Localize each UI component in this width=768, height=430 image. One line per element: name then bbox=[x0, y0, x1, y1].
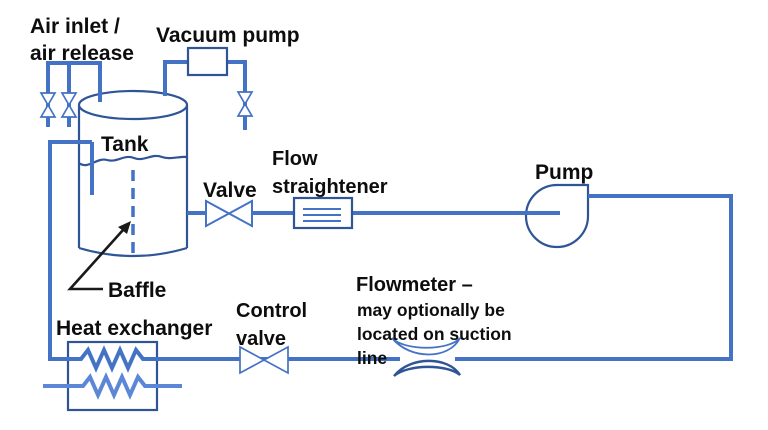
flowmeter-top-plate bbox=[391, 337, 461, 356]
baffle-label: Baffle bbox=[108, 279, 166, 302]
pump-label: Pump bbox=[535, 161, 593, 184]
flow-straightener-symbol bbox=[292, 196, 354, 230]
tank-bottom bbox=[78, 246, 188, 258]
valve-symbol bbox=[205, 199, 253, 228]
vacuum-pump-label: Vacuum pump bbox=[156, 24, 300, 47]
tank-label: Tank bbox=[101, 133, 149, 156]
air-inlet-label-line1: Air inlet / bbox=[30, 15, 120, 38]
vacuum-pump-suction-pipe bbox=[163, 60, 188, 96]
flowmeter-label-line2: may optionally be bbox=[357, 300, 505, 320]
baffle-arrow bbox=[67, 221, 131, 291]
coolant-coil-pipe bbox=[43, 372, 182, 400]
vacuum-pump-symbol bbox=[186, 46, 229, 77]
heat-exchanger-label: Heat exchanger bbox=[56, 317, 212, 340]
pump-symbol bbox=[524, 183, 590, 249]
air-valve-symbol-2 bbox=[60, 92, 78, 118]
flowmeter-symbol bbox=[391, 337, 462, 377]
tank-top-rim bbox=[77, 89, 189, 121]
air-valve-symbol-1 bbox=[39, 92, 57, 118]
flow-straightener-label-line1: Flow bbox=[272, 148, 318, 170]
liquid-level-wave bbox=[78, 154, 188, 167]
valve-label: Valve bbox=[203, 179, 257, 202]
vacuum-release-valve-symbol bbox=[236, 91, 254, 117]
control-valve-label-line1: Control bbox=[236, 300, 307, 322]
heat-exchanger-shell bbox=[66, 340, 159, 412]
pump-discharge-pipe bbox=[455, 194, 733, 361]
flow-straightener-label-line2: straightener bbox=[272, 176, 388, 198]
flowmeter-bottom-plate bbox=[393, 359, 462, 377]
tank-symbol bbox=[77, 89, 189, 258]
flowmeter-label-line3: located on suction bbox=[357, 324, 512, 344]
control-valve-label-line2: valve bbox=[236, 328, 286, 350]
flowmeter-label-line4: line bbox=[357, 348, 387, 368]
arrowhead-icon bbox=[118, 221, 131, 234]
flowmeter-label-line1: Flowmeter – bbox=[356, 274, 473, 296]
control-valve-symbol bbox=[239, 345, 289, 375]
return-pipe-with-coil bbox=[48, 140, 400, 373]
air-inlet-label-line2: air release bbox=[30, 42, 134, 65]
